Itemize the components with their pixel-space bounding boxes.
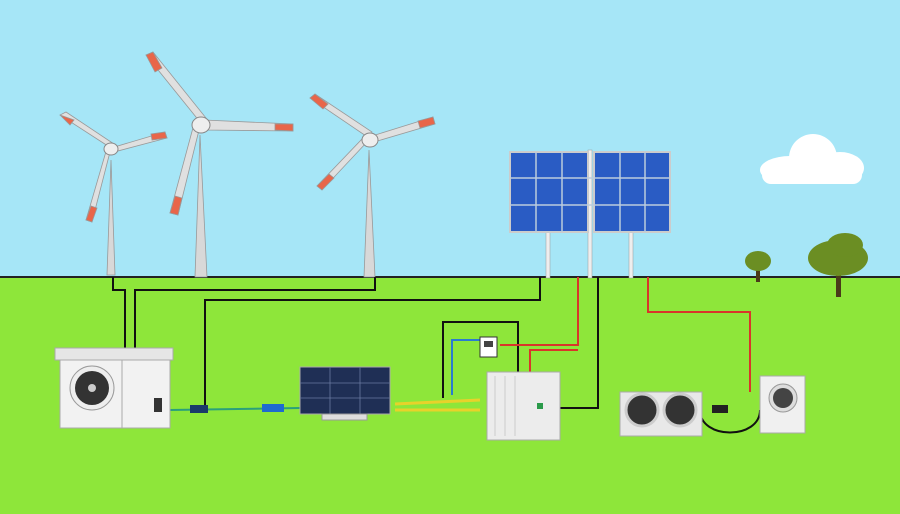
wire-yellow — [394, 398, 481, 406]
wire-black — [112, 277, 126, 350]
wire-black — [442, 321, 519, 398]
sky — [0, 0, 900, 277]
solar-panel-icon — [299, 366, 391, 421]
solar-panel-icon — [509, 149, 671, 279]
heat-pump-icon — [54, 347, 174, 429]
cloud-icon — [760, 134, 864, 184]
wind-turbine-icon — [145, 51, 294, 278]
connector-icon — [262, 404, 284, 412]
wire-black — [204, 277, 541, 408]
tree-icon — [745, 251, 771, 282]
connector-icon — [712, 405, 728, 413]
heat-pump-icon — [759, 375, 806, 434]
tree-icon — [808, 233, 868, 297]
wire-red — [529, 349, 578, 372]
wire-red — [500, 277, 579, 346]
heat-pump-icon — [619, 391, 703, 437]
wire-red — [647, 277, 751, 392]
wire-blue — [451, 339, 490, 395]
heat-pump-icon — [486, 371, 561, 441]
wire-black — [134, 277, 376, 350]
wind-turbine-icon — [309, 93, 436, 278]
wire-black — [560, 277, 599, 409]
inverter-icon — [479, 336, 498, 358]
wind-turbine-icon — [59, 111, 168, 276]
connector-icon — [190, 405, 208, 413]
